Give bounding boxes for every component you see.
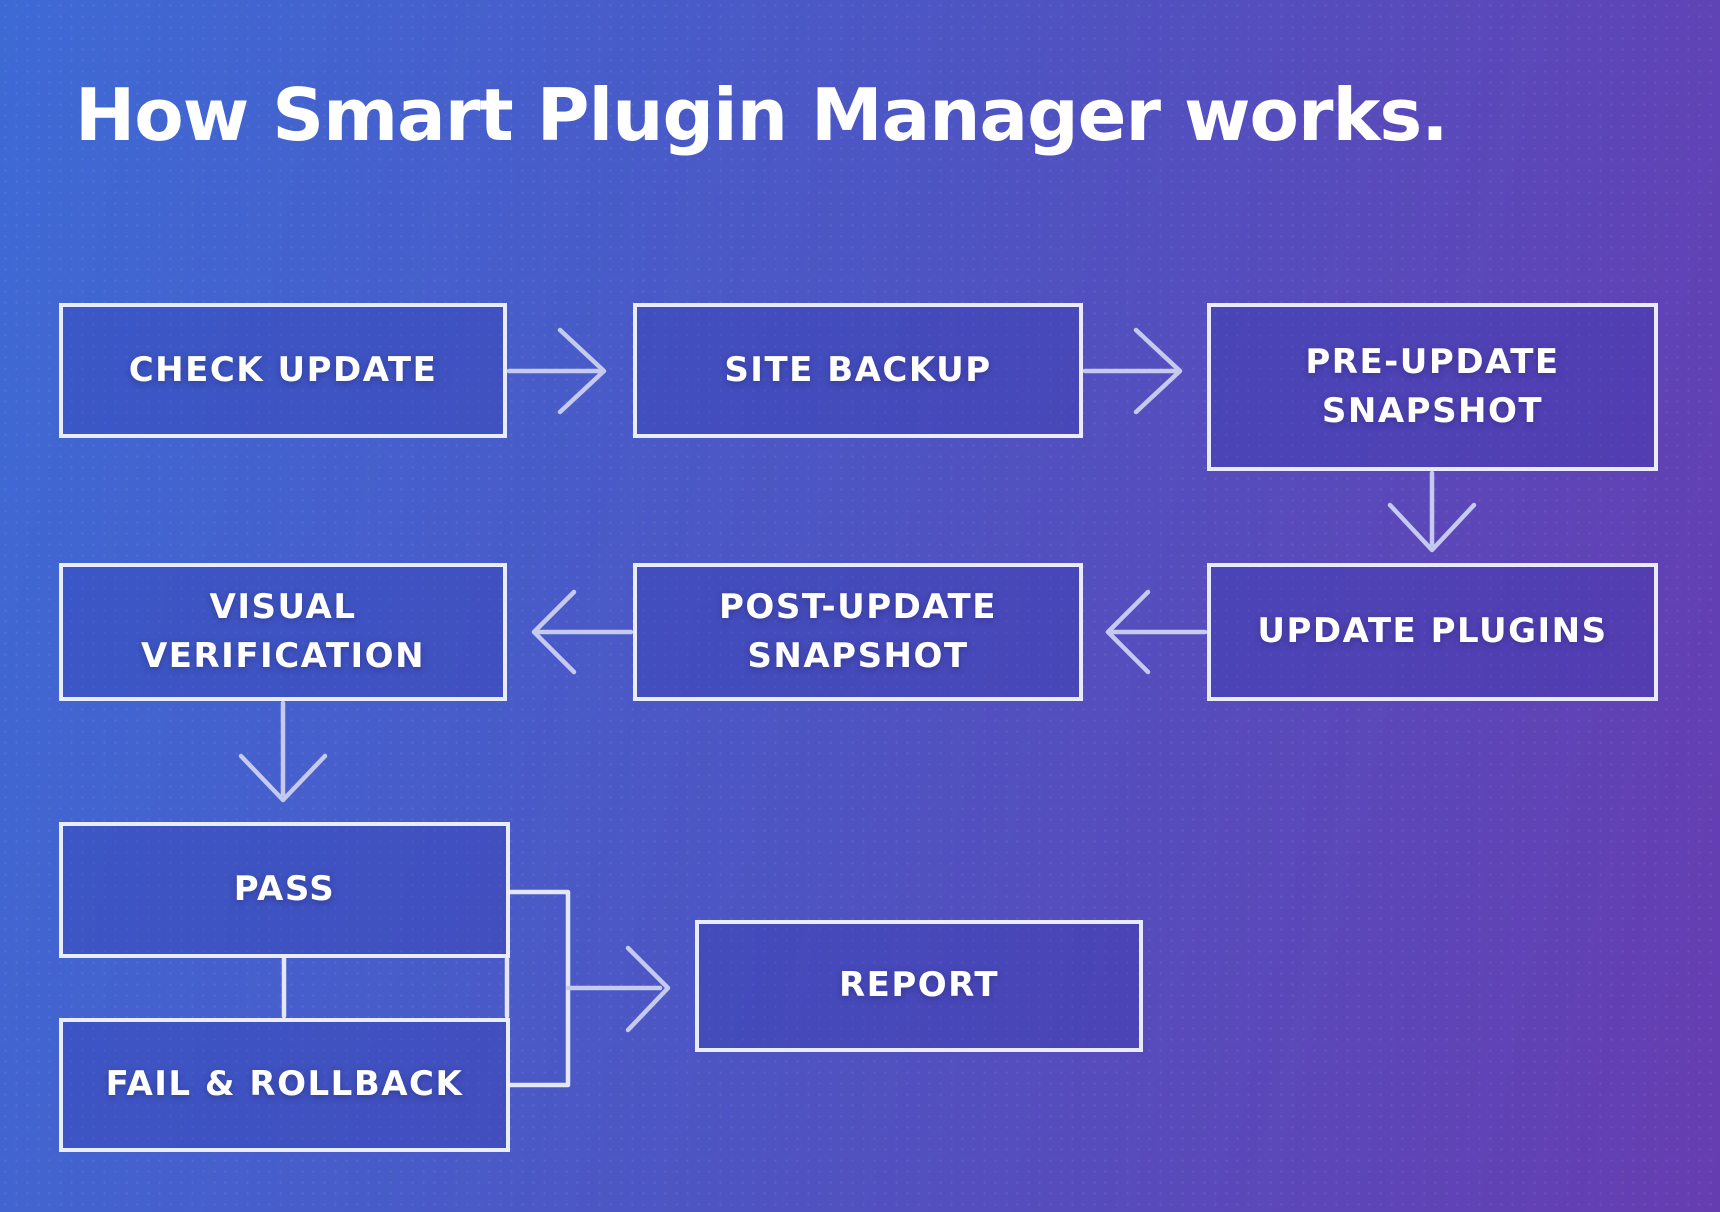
node-fail-rollback-label: FAIL & ROLLBACK [105, 1064, 464, 1105]
node-pre-update-snapshot-label-line2: SNAPSHOT [1321, 391, 1544, 431]
node-visual-verification-label-line2: VERIFICATION [140, 636, 426, 676]
arrow-check-update-to-site-backup-icon [506, 327, 607, 415]
node-report-label: REPORT [838, 965, 1000, 1006]
node-post-update-snapshot-label-line2: SNAPSHOT [747, 636, 969, 676]
arrow-update-plugins-to-post-update-snapshot-icon [1105, 589, 1208, 675]
node-fail-rollback: FAIL & ROLLBACK [59, 1018, 510, 1152]
node-post-update-snapshot-label-line1: POST-UPDATE [719, 586, 997, 627]
node-visual-verification: VISUAL VERIFICATION [59, 563, 507, 701]
node-pre-update-snapshot-label-line1: PRE-UPDATE [1305, 341, 1560, 382]
node-update-plugins: UPDATE PLUGINS [1207, 563, 1658, 701]
arrow-pre-update-snapshot-to-update-plugins-icon [1387, 470, 1477, 553]
node-pass: PASS [59, 822, 510, 958]
arrow-bracket-to-report-icon [565, 945, 671, 1033]
arrow-post-update-snapshot-to-visual-verification-icon [531, 589, 634, 675]
arrow-site-backup-to-pre-update-snapshot-icon [1082, 327, 1183, 415]
arrow-visual-verification-to-pass-icon [238, 700, 328, 803]
node-pre-update-snapshot: PRE-UPDATE SNAPSHOT [1207, 303, 1658, 471]
node-site-backup-label: SITE BACKUP [724, 349, 992, 390]
page-title: How Smart Plugin Manager works. [75, 73, 1449, 158]
node-post-update-snapshot: POST-UPDATE SNAPSHOT [633, 563, 1083, 701]
node-pass-label: PASS [233, 869, 336, 910]
node-visual-verification-label-line1: VISUAL [209, 586, 357, 627]
node-update-plugins-label: UPDATE PLUGINS [1257, 611, 1608, 652]
node-check-update-label: CHECK UPDATE [128, 349, 438, 390]
bracket-pass-fail-to-report [506, 889, 571, 1088]
node-check-update: CHECK UPDATE [59, 303, 507, 438]
node-report: REPORT [695, 920, 1143, 1052]
node-site-backup: SITE BACKUP [633, 303, 1083, 438]
